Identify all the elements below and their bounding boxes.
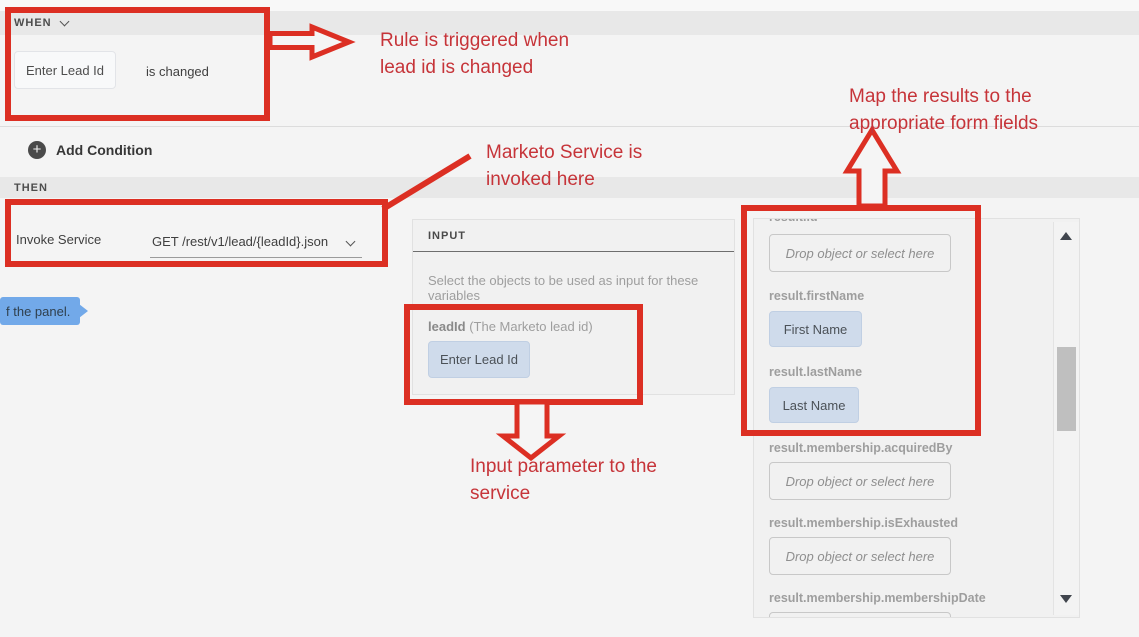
- triangle-down-icon[interactable]: [1060, 595, 1072, 603]
- triangle-up-icon[interactable]: [1060, 232, 1072, 240]
- annotation-text-rule-trigger: Rule is triggered when lead id is change…: [380, 30, 570, 78]
- input-panel: INPUT Select the objects to be used as i…: [412, 219, 735, 395]
- invoke-service-label: Invoke Service: [16, 232, 102, 247]
- annotation-text-map-results: Map the results to the appropriate form …: [849, 86, 1039, 134]
- scrollbar-thumb[interactable]: [1057, 347, 1076, 431]
- output-field-label: result.lastName: [769, 365, 863, 379]
- mapped-field-chip[interactable]: Last Name: [769, 387, 859, 423]
- annotation-arrow-down-icon: [495, 399, 567, 462]
- then-header-label: THEN: [14, 181, 48, 194]
- service-select-dropdown[interactable]: GET /rest/v1/lead/{leadId}.json: [150, 226, 362, 258]
- then-section-bar: THEN: [0, 177, 1139, 198]
- leadid-field-hint: (The Marketo lead id): [465, 319, 593, 334]
- drop-target[interactable]: Drop object or select here: [769, 234, 951, 272]
- drop-target[interactable]: Drop object or select here: [769, 462, 951, 500]
- leadid-field-name: leadId: [428, 319, 466, 334]
- output-field-label: result.id: [769, 219, 818, 224]
- leadid-field-label: leadId (The Marketo lead id): [428, 319, 593, 334]
- drop-target[interactable]: Drop object or select here: [769, 612, 951, 617]
- tooltip-arrow-icon: [79, 304, 89, 318]
- drop-target[interactable]: Drop object or select here: [769, 537, 951, 575]
- scrollbar[interactable]: [1053, 222, 1079, 615]
- add-condition-button[interactable]: Add Condition: [28, 141, 152, 159]
- when-header-label: WHEN: [14, 17, 52, 29]
- mapped-field-chip[interactable]: First Name: [769, 311, 862, 347]
- when-field-chip[interactable]: Enter Lead Id: [14, 51, 116, 89]
- annotation-text-input-parameter: Input parameter to the service: [470, 456, 657, 504]
- when-condition-label: is changed: [146, 64, 209, 79]
- output-field-label: result.membership.isExhausted: [769, 516, 958, 530]
- output-field-label: result.membership.acquiredBy: [769, 441, 953, 455]
- top-strip: [0, 0, 1139, 11]
- chevron-down-icon: [59, 16, 70, 26]
- tooltip-text: f the panel.: [6, 303, 71, 319]
- plus-circle-icon: [28, 141, 46, 159]
- input-panel-description: Select the objects to be used as input f…: [428, 273, 699, 303]
- chevron-down-icon: [345, 236, 356, 247]
- when-section-bar[interactable]: WHEN: [0, 11, 1139, 35]
- output-field-label: result.membership.membershipDate: [769, 591, 986, 605]
- output-field-label: result.firstName: [769, 289, 865, 303]
- add-condition-label: Add Condition: [56, 142, 153, 158]
- leadid-value-chip[interactable]: Enter Lead Id: [428, 341, 530, 378]
- coachmark-tooltip: f the panel.: [0, 297, 89, 325]
- service-select-value: GET /rest/v1/lead/{leadId}.json: [152, 234, 329, 249]
- output-mapping-panel: result.id Drop object or select here res…: [753, 218, 1080, 618]
- input-panel-header: INPUT: [413, 220, 734, 252]
- section-divider: [0, 126, 1139, 127]
